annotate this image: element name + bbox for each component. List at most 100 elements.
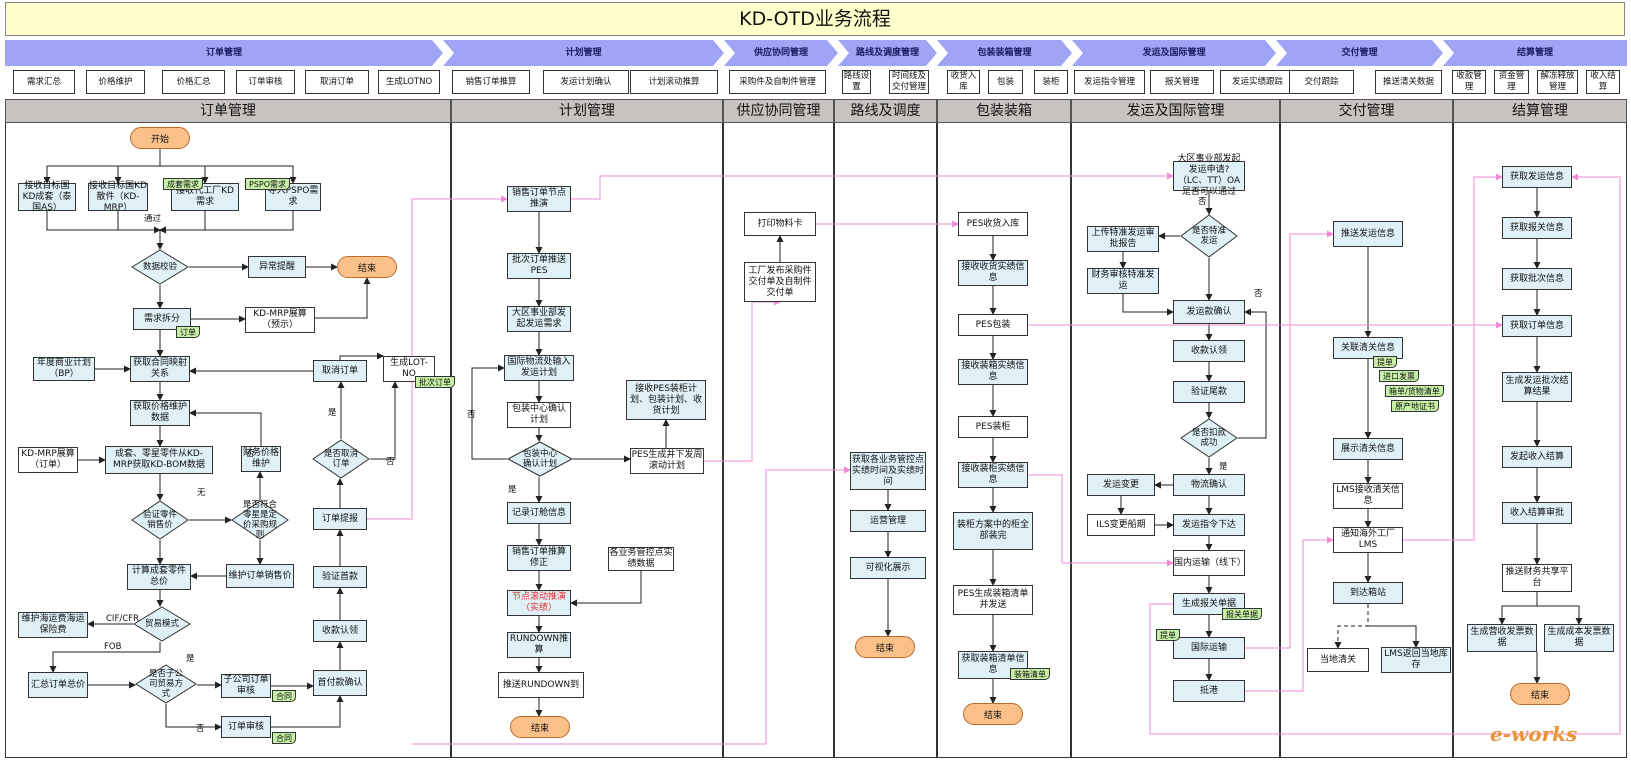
subtab-8[interactable]: 发运计划确认	[543, 70, 629, 94]
ship-d2[interactable]: 是否扣款成功	[1180, 418, 1238, 458]
deliv-n7[interactable]: 当地清关	[1307, 648, 1369, 672]
order-cancel[interactable]: 取消订单	[313, 360, 367, 382]
plan-n8[interactable]: 节点滚动推演（实绩）	[507, 590, 571, 616]
order-mrp2[interactable]: KD-MRP展算（订单）	[18, 447, 78, 473]
order-dsub[interactable]: 是否子公司贸易方式	[135, 664, 197, 704]
settle-n3[interactable]: 获取批次信息	[1502, 268, 1572, 290]
order-n2[interactable]: 接收目标国KD散件（KD-MRP）	[88, 180, 148, 213]
settle-n7[interactable]: 收入结算审批	[1502, 502, 1572, 524]
subtab-24[interactable]: 收入结算	[1586, 70, 1620, 94]
order-firstpay[interactable]: 首付款确认	[313, 670, 367, 696]
ship-change[interactable]: 发运变更	[1087, 474, 1155, 496]
ship-cmd[interactable]: 发运指令下达	[1173, 514, 1245, 536]
settle-end[interactable]: 结束	[1510, 683, 1570, 705]
plan-n11[interactable]: 各业务管控点实绩数据	[608, 547, 674, 571]
subtab-5[interactable]: 取消订单	[305, 70, 369, 94]
settle-n2[interactable]: 获取报关信息	[1502, 217, 1572, 239]
order-seafee[interactable]: 维护海运费海运保险费	[18, 612, 88, 638]
ship-up[interactable]: 上传特准发运审批报告	[1087, 226, 1159, 252]
settle-n8[interactable]: 推送财务共享平台	[1502, 564, 1572, 592]
subtab-13[interactable]: 收货入库	[947, 70, 980, 94]
pack-n6[interactable]: 接收装柜实绩信息	[958, 462, 1028, 488]
pack-n7[interactable]: 装柜方案中的柜全部装完	[953, 512, 1033, 550]
plan-n1[interactable]: 销售订单节点推演	[507, 186, 571, 212]
order-maint[interactable]: 维护订单销售价	[226, 564, 294, 588]
settle-n1[interactable]: 获取发运信息	[1502, 166, 1572, 188]
ship-ils[interactable]: ILS变更船期	[1087, 514, 1155, 536]
ship-port[interactable]: 抵港	[1173, 680, 1245, 702]
order-mrp1[interactable]: KD-MRP展算（预示）	[245, 307, 315, 333]
order-summary[interactable]: 汇总订单总价	[28, 672, 88, 698]
order-bom[interactable]: 成套、零星零件从KD-MRP获取KD-BOM数据	[105, 446, 213, 474]
order-dverify[interactable]: 验证零件销售价	[131, 500, 189, 540]
pack-n4[interactable]: 接收装箱实绩信息	[958, 359, 1028, 385]
route-end[interactable]: 结束	[855, 636, 915, 658]
phase-8[interactable]: 结算管理	[1443, 40, 1627, 66]
subtab-22[interactable]: 资金管理	[1494, 70, 1529, 94]
deliv-n8[interactable]: LMS返回当地库存	[1381, 647, 1451, 673]
order-finprice[interactable]: 财务价格维护	[241, 446, 281, 472]
order-price[interactable]: 获取价格维护数据	[130, 400, 190, 426]
deliv-n4[interactable]: LMS接收清关信息	[1333, 483, 1403, 509]
order-alert[interactable]: 异常提醒	[248, 256, 306, 278]
order-subaudit[interactable]: 子公司订单审核	[221, 674, 271, 698]
order-collect[interactable]: 收款认领	[313, 620, 367, 642]
subtab-21[interactable]: 收款管理	[1452, 70, 1486, 94]
plan-n7[interactable]: 销售订单推算修正	[507, 545, 571, 571]
ship-fin[interactable]: 财务审核特准发运	[1087, 268, 1159, 294]
ship-dom[interactable]: 国内运输（线下）	[1173, 550, 1246, 576]
plan-n6[interactable]: 记录订舱信息	[507, 502, 571, 524]
order-contract[interactable]: 获取合同映射关系	[130, 356, 190, 382]
phase-2[interactable]: 计划管理	[443, 40, 724, 66]
subtab-4[interactable]: 订单审核	[236, 70, 295, 94]
pack-n3[interactable]: PES包装	[958, 314, 1028, 336]
ship-claim[interactable]: 收款认领	[1173, 340, 1245, 362]
subtab-12[interactable]: 时间线及交付管理	[889, 70, 929, 94]
settle-n9[interactable]: 生成营收发票数据	[1467, 624, 1537, 652]
order-bp[interactable]: 年度商业计划（BP）	[33, 357, 95, 381]
plan-n3[interactable]: 大区事业部发起发运需求	[507, 306, 571, 332]
ship-logi[interactable]: 物流确认	[1173, 474, 1245, 496]
plan-n4[interactable]: 国际物流处输入发运计划	[504, 355, 574, 381]
ship-confirm[interactable]: 发运款确认	[1173, 300, 1245, 324]
phase-1[interactable]: 订单管理	[5, 40, 443, 66]
order-audit[interactable]: 订单审核	[221, 716, 271, 738]
deliv-n2[interactable]: 关联清关信息	[1333, 337, 1403, 359]
order-d1[interactable]: 数据校验	[131, 249, 189, 285]
order-submit[interactable]: 订单提报	[313, 508, 367, 530]
subtab-11[interactable]: 路线设置	[842, 70, 871, 94]
pack-n5[interactable]: PES装柜	[958, 416, 1028, 438]
order-verifyfirst[interactable]: 验证首款	[313, 566, 367, 588]
ship-tail[interactable]: 验证尾款	[1173, 381, 1245, 403]
phase-6[interactable]: 发运及国际管理	[1072, 40, 1276, 66]
order-dcancel[interactable]: 是否取消订单	[312, 439, 370, 479]
phase-5[interactable]: 包装装箱管理	[937, 40, 1072, 66]
phase-7[interactable]: 交付管理	[1276, 40, 1443, 66]
supply-n2[interactable]: 工厂发布采购件交付单及自制件交付单	[744, 262, 816, 302]
supply-n4[interactable]: PES生成井下发周滚动计划	[630, 448, 704, 474]
subtab-14[interactable]: 包装	[988, 70, 1023, 94]
ship-d1[interactable]: 是否特准发运	[1180, 214, 1238, 258]
order-end[interactable]: 结束	[337, 256, 397, 278]
order-dfixed[interactable]: 是否符合零星是定价采购规则	[231, 500, 289, 540]
subtab-2[interactable]: 价格维护	[86, 70, 145, 94]
settle-n4[interactable]: 获取订单信息	[1502, 315, 1572, 337]
ship-intl[interactable]: 国际运输	[1173, 637, 1245, 659]
subtab-23[interactable]: 解冻释放管理	[1537, 70, 1578, 94]
settle-n5[interactable]: 生成发运批次结算结果	[1502, 372, 1572, 402]
deliv-n1[interactable]: 推送发运信息	[1333, 221, 1403, 247]
subtab-20[interactable]: 推送清关数据	[1375, 70, 1442, 94]
plan-n2[interactable]: 批次订单推送PES	[507, 253, 571, 279]
deliv-n5[interactable]: 通知海外工厂LMS	[1333, 527, 1403, 553]
settle-n10[interactable]: 生成成本发票数据	[1544, 624, 1614, 652]
order-n1[interactable]: 接收目标国KD成套（泰国AS）	[18, 181, 76, 213]
phase-3[interactable]: 供应协同管理	[724, 40, 838, 66]
plan-end[interactable]: 结束	[510, 716, 570, 738]
ship-top[interactable]: 大区事业部发起发运申请?（LC、TT）OA是否可以通过	[1173, 154, 1245, 197]
route-n1[interactable]: 获取各业务管控点实绩时间及实绩时间	[850, 452, 926, 490]
subtab-19[interactable]: 交付跟踪	[1289, 70, 1354, 94]
supply-n3[interactable]: 接收PES装柜计划、包装计划、收货计划	[626, 380, 706, 420]
plan-n9[interactable]: RUNDOWN推算	[507, 632, 571, 658]
pack-n8[interactable]: PES生成装箱清单并发送	[953, 585, 1033, 615]
supply-n1[interactable]: 打印物料卡	[744, 212, 816, 236]
